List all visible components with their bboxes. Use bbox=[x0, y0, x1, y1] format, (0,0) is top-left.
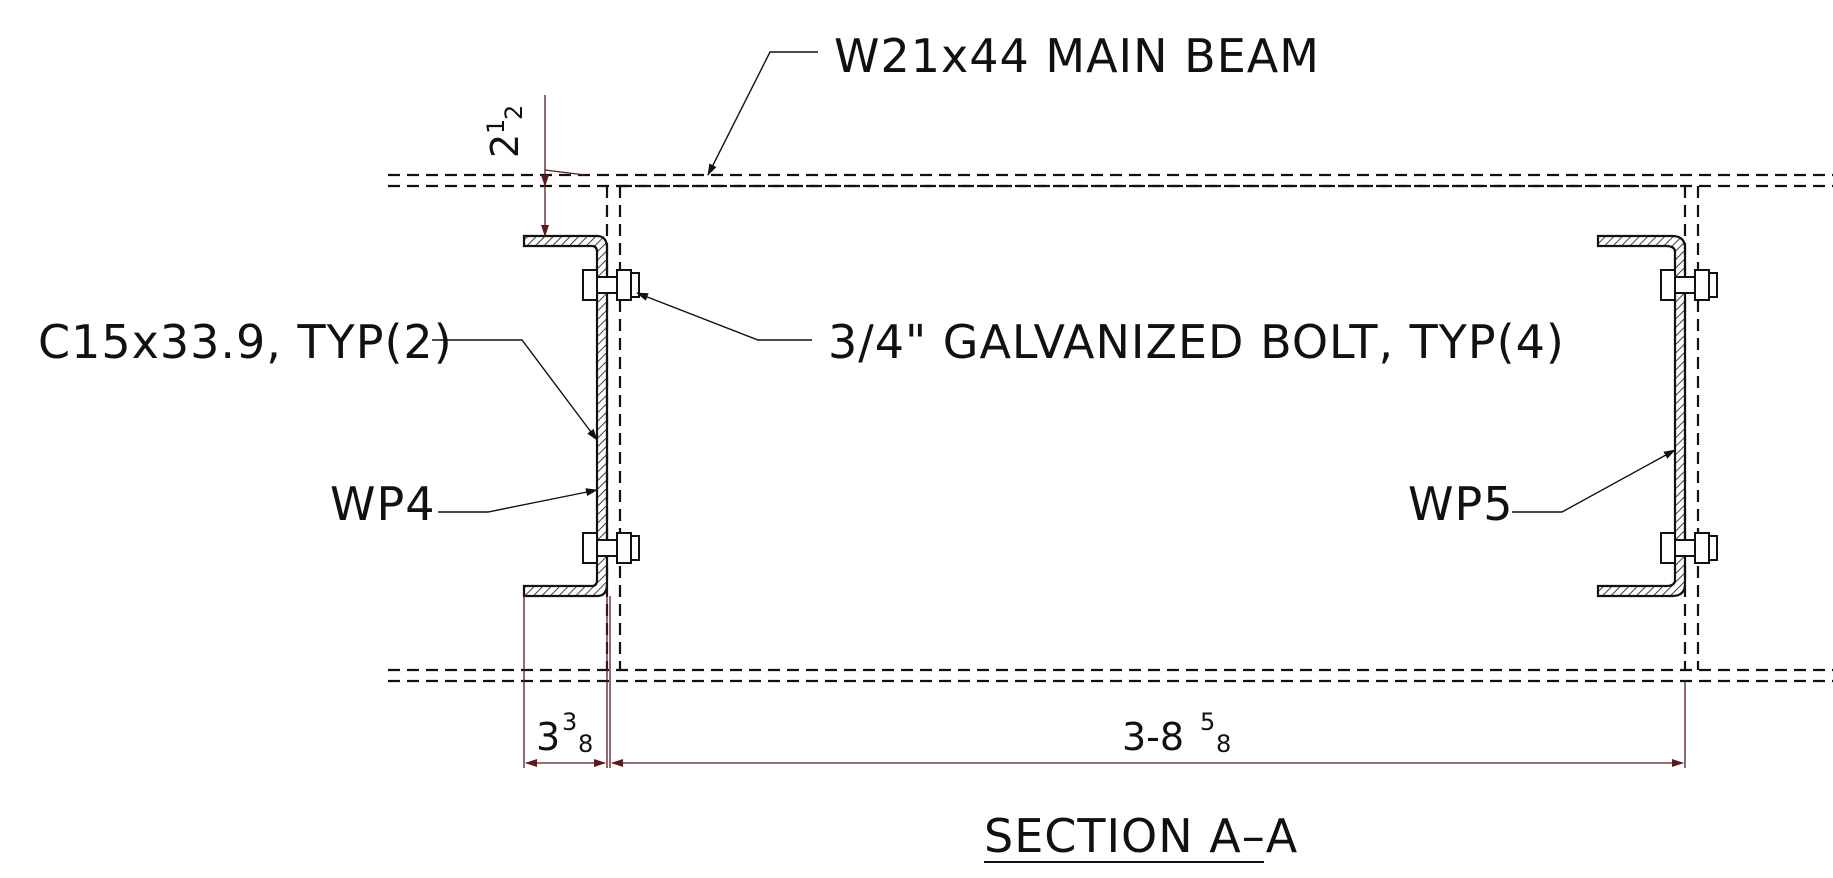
dim-spacing-whole: 3-8 bbox=[1122, 715, 1184, 759]
dim-depth-den: 8 bbox=[578, 730, 593, 758]
dim-top-whole: 2 bbox=[483, 134, 527, 158]
dim-depth-whole: 3 bbox=[536, 715, 560, 759]
dim-channel-depth bbox=[523, 596, 608, 768]
bolt-label: 3/4" GALVANIZED BOLT, TYP(4) bbox=[828, 315, 1565, 369]
leader-main-beam bbox=[707, 51, 818, 176]
main-beam-label: W21x44 MAIN BEAM bbox=[834, 29, 1320, 83]
dim-wp-spacing bbox=[609, 596, 1686, 768]
dim-depth-num: 3 bbox=[562, 708, 577, 736]
right-channel bbox=[1596, 234, 1687, 598]
dim-top-den: 2 bbox=[500, 105, 528, 120]
leader-channel bbox=[432, 339, 598, 441]
leader-bolt bbox=[636, 292, 812, 341]
wp5-label: WP5 bbox=[1408, 477, 1514, 531]
wp4-label: WP4 bbox=[330, 477, 436, 531]
dim-spacing-den: 8 bbox=[1216, 730, 1231, 758]
dim-top-offset bbox=[541, 95, 586, 237]
dim-top-num: 1 bbox=[482, 119, 510, 134]
section-title: SECTION A–A bbox=[984, 809, 1298, 863]
leader-wp4 bbox=[438, 488, 598, 513]
bolt-right-bottom bbox=[1660, 532, 1718, 564]
left-channel bbox=[522, 234, 609, 598]
bolt-right-top bbox=[1660, 269, 1718, 301]
bolt-left-bottom bbox=[582, 532, 640, 564]
leader-wp5 bbox=[1512, 449, 1676, 513]
dim-top-offset-text: 2 1 2 bbox=[482, 105, 528, 158]
dim-spacing-num: 5 bbox=[1200, 708, 1215, 736]
channel-label: C15x33.9, TYP(2) bbox=[38, 315, 453, 369]
bolt-left-top bbox=[582, 269, 640, 301]
